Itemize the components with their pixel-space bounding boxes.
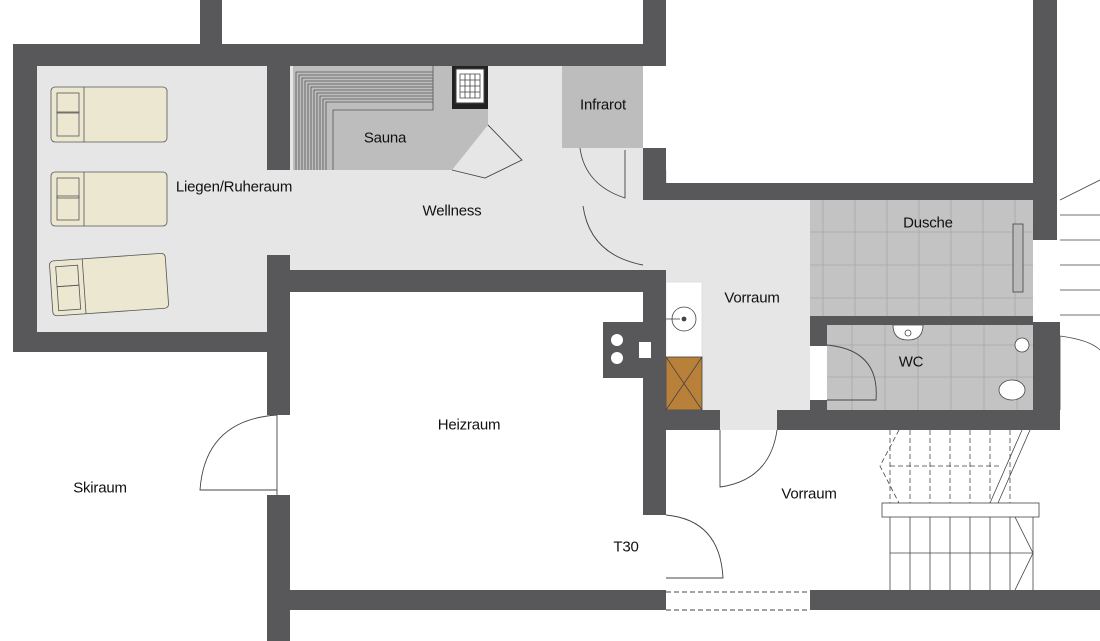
- door-label-t30: T30: [613, 538, 639, 556]
- shower-drain: [1012, 223, 1024, 293]
- sauna-floor: [293, 66, 488, 170]
- staircase: [879, 179, 1100, 591]
- sauna-benches: [295, 66, 434, 170]
- walls: [13, 0, 1100, 641]
- bed: [49, 252, 169, 317]
- room-label-wellness: Wellness: [422, 202, 482, 220]
- room-label-infrarot: Infrarot: [580, 96, 626, 114]
- fixtures: [665, 223, 1030, 411]
- wc-floor: [827, 325, 1033, 410]
- room-label-liegen: Liegen/Ruheraum: [175, 178, 293, 196]
- bidet: [1014, 337, 1030, 353]
- room-label-skiraum: Skiraum: [73, 479, 127, 497]
- chimney-openings: [611, 334, 651, 364]
- door-swings: [199, 124, 877, 611]
- dusche-floor: [810, 200, 1033, 316]
- infrarot-cabin: [562, 66, 643, 148]
- room-label-sauna: Sauna: [363, 129, 407, 147]
- room-label-vorraum-lower: Vorraum: [781, 485, 837, 503]
- room-label-heizraum: Heizraum: [437, 416, 501, 434]
- sauna-oven: [452, 65, 488, 109]
- floors: [37, 66, 1033, 430]
- room-label-dusche: Dusche: [903, 214, 953, 232]
- bed: [50, 86, 168, 143]
- bed: [50, 171, 168, 227]
- room-label-wc: WC: [898, 353, 924, 371]
- beds: [49, 86, 169, 317]
- room-label-vorraum-upper: Vorraum: [724, 289, 780, 307]
- wellness-floor: [267, 170, 667, 270]
- toilet: [998, 379, 1026, 401]
